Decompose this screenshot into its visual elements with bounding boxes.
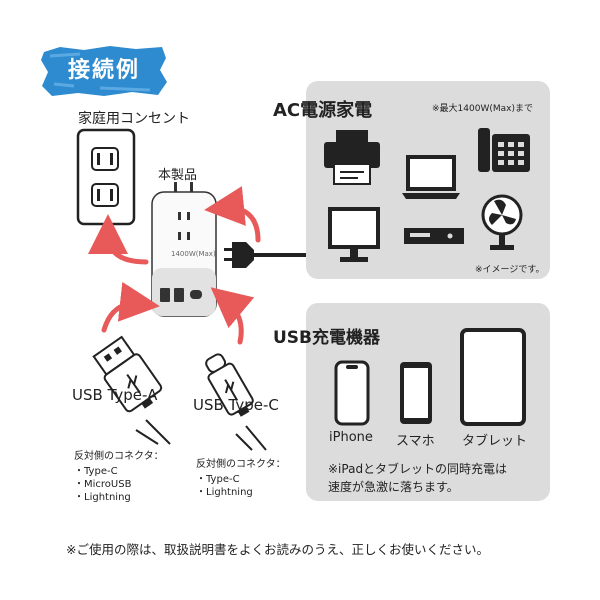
footer-note: ※ご使用の際は、取扱説明書をよくお読みのうえ、正しくお使いください。 bbox=[66, 542, 489, 557]
usb-type-a-label: USB Type-A bbox=[72, 386, 158, 404]
usb-type-c-label: USB Type-C bbox=[193, 396, 279, 414]
ac-panel-title: AC電源家電 bbox=[273, 100, 373, 121]
product-rating: 1400W(Max) bbox=[171, 250, 216, 258]
usb-c-connector-list: 反対側のコネクタ： ・Type-C ・Lightning bbox=[196, 458, 286, 499]
heading-title: 接続例 bbox=[67, 58, 140, 83]
arrow-usb-c bbox=[210, 287, 255, 345]
iphone-icon bbox=[334, 360, 370, 426]
connector-item: ・Type-C bbox=[74, 466, 118, 477]
ipad-charging-note: ※iPadとタブレットの同時充電は 速度が急激に落ちます。 bbox=[328, 460, 507, 496]
monitor-icon bbox=[328, 207, 380, 262]
arrow-usb-a bbox=[101, 281, 160, 333]
fan-icon bbox=[481, 194, 523, 250]
outlet-label: 家庭用コンセント bbox=[78, 111, 190, 127]
ac-max-note: ※最大1400W(Max)まで bbox=[432, 104, 533, 114]
printer-icon bbox=[324, 130, 380, 185]
ipad-note-line: 速度が急激に落ちます。 bbox=[328, 480, 459, 494]
tablet-icon bbox=[460, 328, 526, 426]
ipad-note-line: ※iPadとタブレットの同時充電は bbox=[328, 462, 508, 476]
connector-item: ・Lightning bbox=[74, 492, 131, 503]
phone-icon bbox=[478, 128, 530, 172]
usb-type-c-cable-icon bbox=[205, 353, 267, 451]
arrow-to-outlet bbox=[88, 214, 149, 265]
usb-a-connector-list: 反対側のコネクタ： ・Type-C ・MicroUSB ・Lightning bbox=[74, 450, 164, 504]
video-deck-icon bbox=[404, 228, 464, 244]
brush-stroke-background bbox=[41, 46, 167, 96]
connector-title: 反対側のコネクタ： bbox=[74, 451, 164, 462]
iphone-label: iPhone bbox=[329, 430, 373, 445]
ac-plug-icon bbox=[224, 242, 314, 268]
connector-item: ・Type-C bbox=[196, 474, 240, 485]
usb-type-a-cable-icon bbox=[92, 335, 171, 445]
smartphone-label: スマホ bbox=[396, 434, 435, 449]
smartphone-icon bbox=[400, 362, 432, 424]
usb-panel-title: USB充電機器 bbox=[273, 328, 381, 348]
tablet-label: タブレット bbox=[462, 434, 528, 449]
connector-title: 反対側のコネクタ： bbox=[196, 459, 286, 470]
heading-badge: 接続例 bbox=[40, 44, 168, 98]
image-note: ※イメージです。 bbox=[475, 265, 545, 275]
power-strip-icon bbox=[151, 182, 217, 317]
laptop-icon bbox=[402, 155, 460, 199]
connector-item: ・Lightning bbox=[196, 487, 253, 498]
connector-item: ・MicroUSB bbox=[74, 479, 132, 490]
wall-outlet-icon bbox=[76, 128, 136, 226]
product-label: 本製品 bbox=[158, 168, 198, 183]
arrow-from-ac bbox=[204, 186, 261, 243]
